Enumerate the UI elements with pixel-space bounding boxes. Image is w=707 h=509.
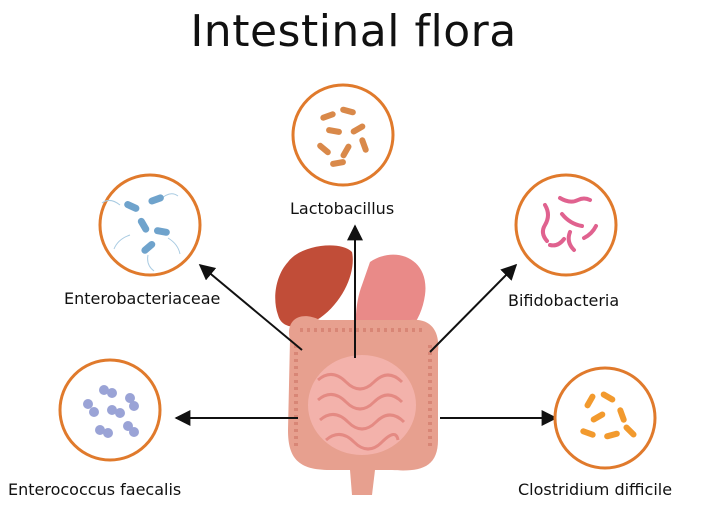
arrow-to-bifidobacteria	[429, 263, 518, 353]
label-enterobacteriaceae: Enterobacteriaceae	[64, 289, 221, 308]
flagellated-bacteria-icon	[101, 193, 181, 272]
clostridium-circle	[553, 366, 657, 470]
label-enterococcus: Enterococcus faecalis	[8, 480, 182, 499]
cocci-bacteria-icon	[83, 385, 139, 438]
diagram-title: Intestinal flora	[190, 6, 517, 57]
digestive-system-icon	[275, 245, 439, 495]
label-clostridium: Clostridium difficile	[518, 480, 673, 499]
arrow-to-enterobacteriaceae	[198, 263, 303, 351]
bifidobacteria-circle	[514, 173, 618, 277]
branched-bacteria-icon	[540, 196, 598, 252]
enterobacteriaceae-circle	[98, 173, 202, 277]
label-bifidobacteria: Bifidobacteria	[508, 291, 620, 310]
rod-bacteria-icon	[317, 106, 369, 167]
spore-rod-bacteria-icon	[580, 391, 637, 440]
label-lactobacillus: Lactobacillus	[290, 199, 395, 218]
lactobacillus-circle	[291, 83, 395, 187]
enterococcus-circle	[58, 358, 162, 462]
